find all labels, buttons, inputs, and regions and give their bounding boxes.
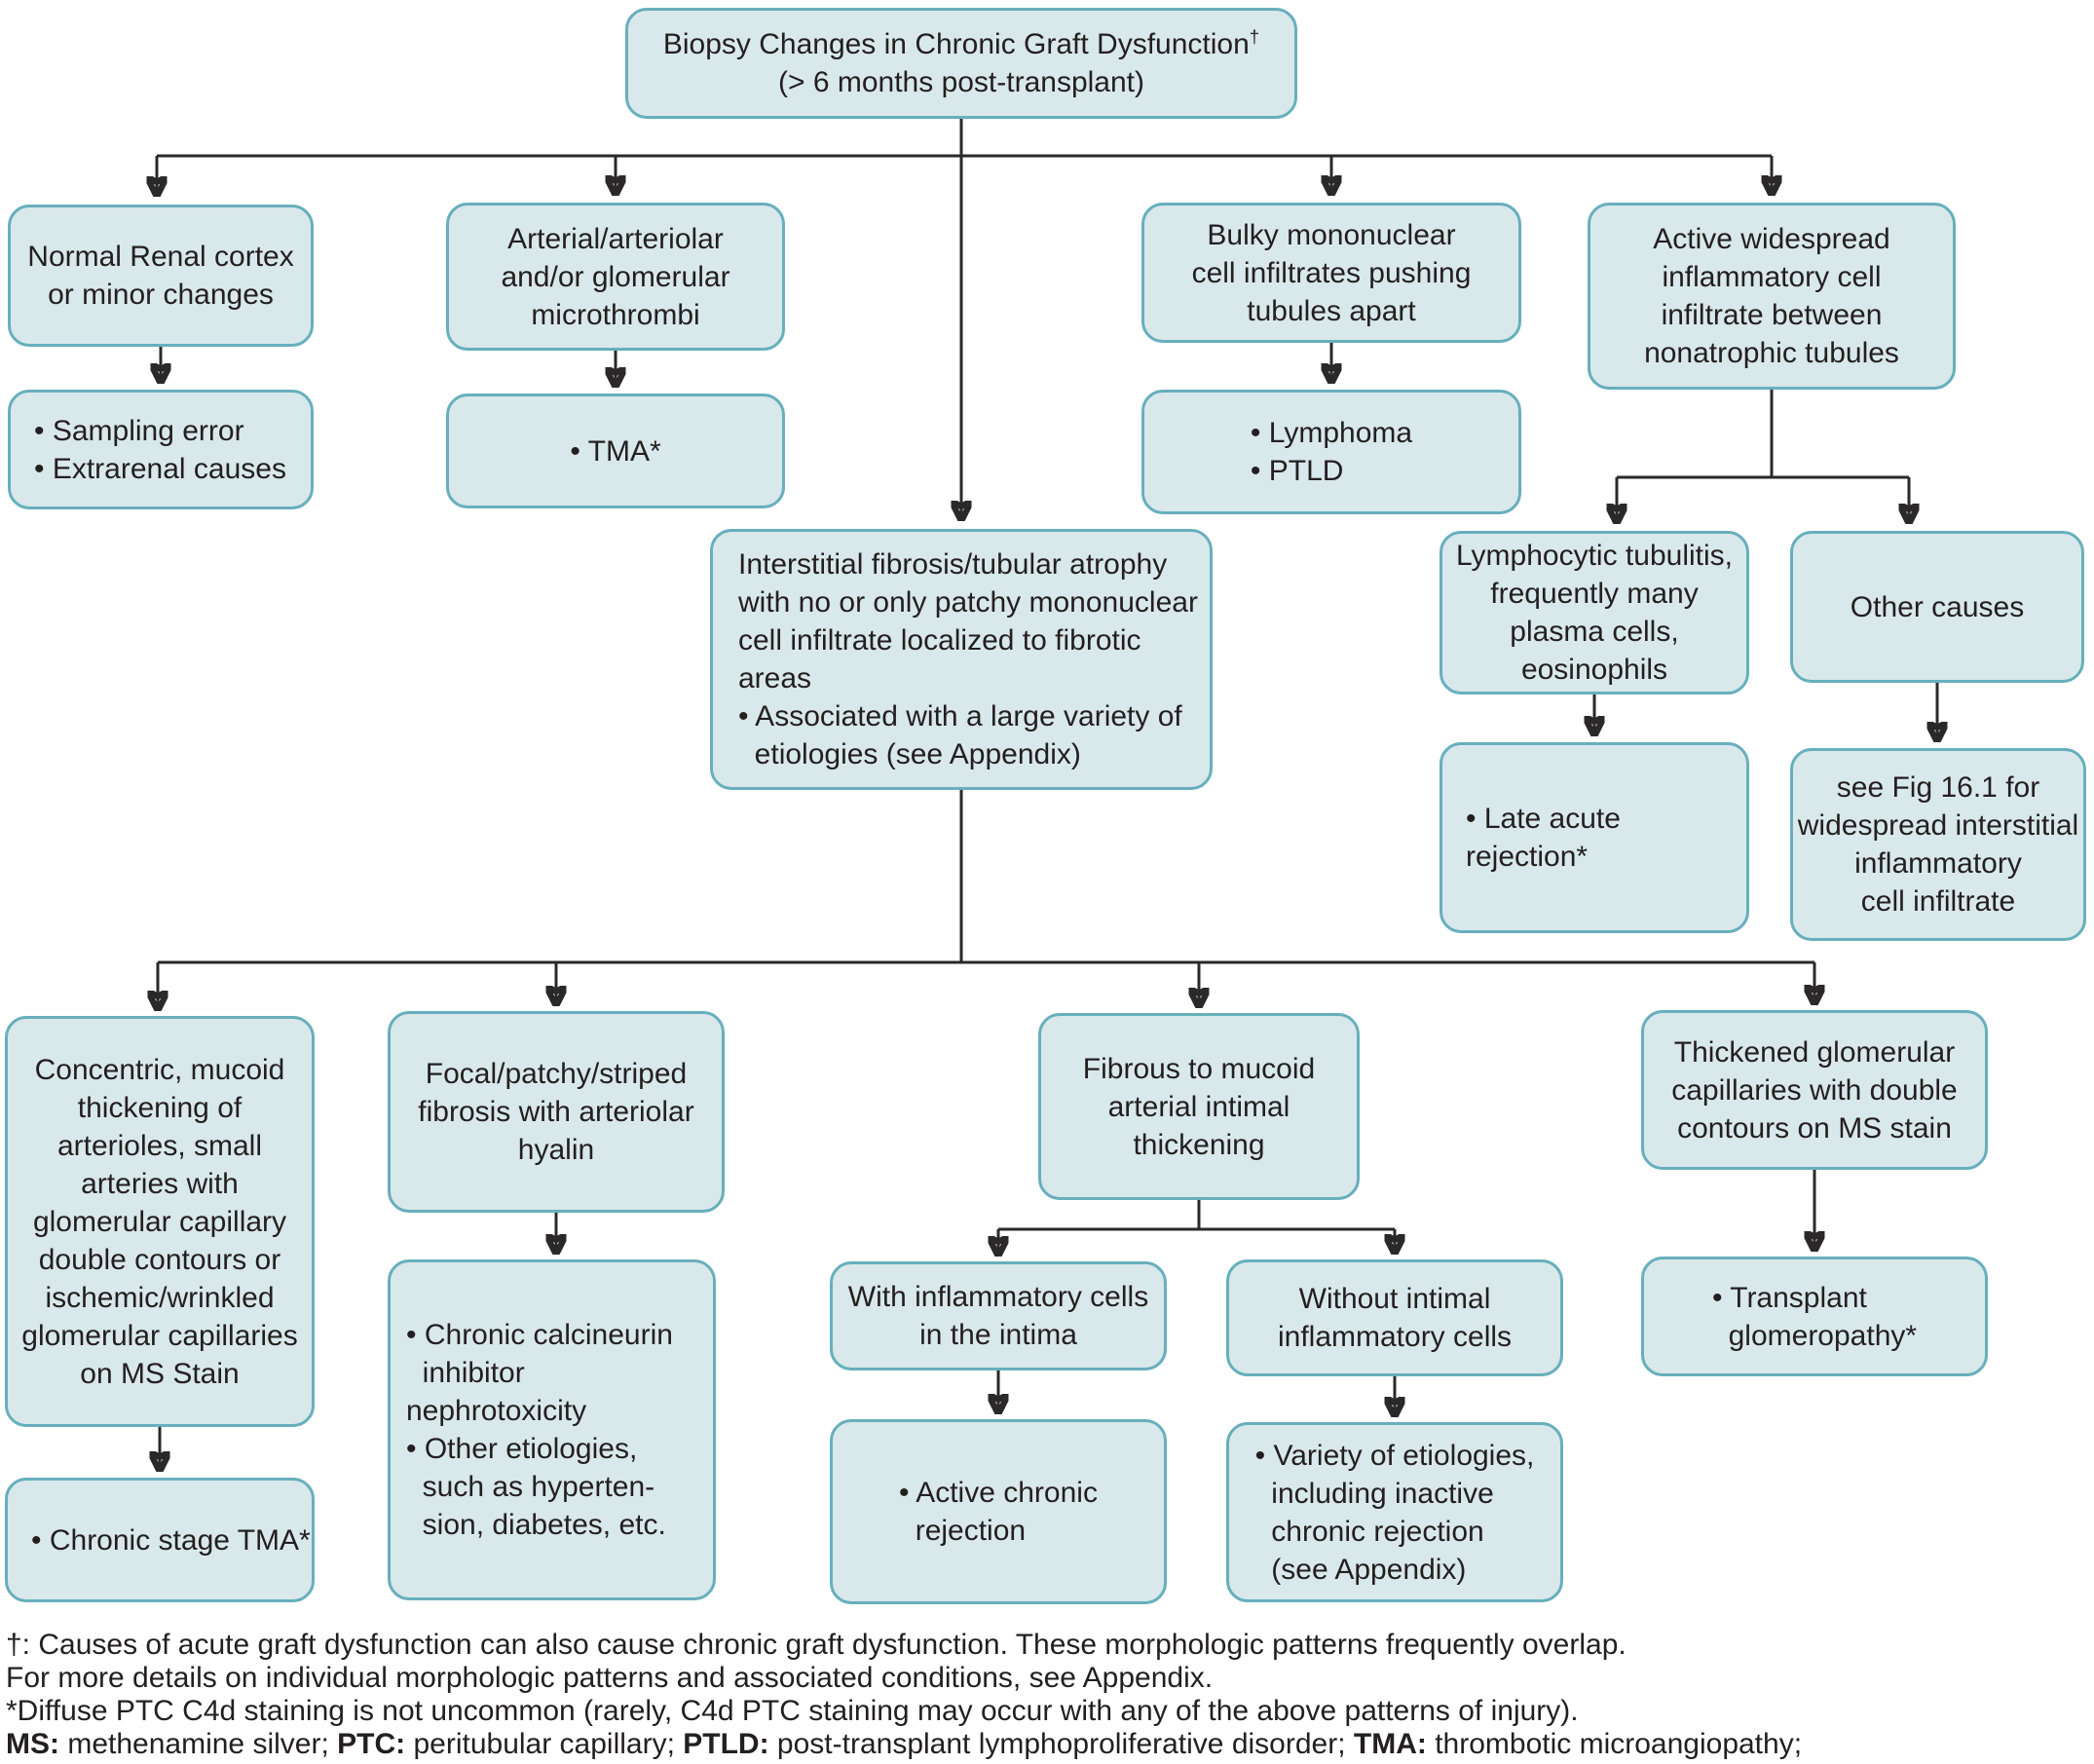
node-biopsy-changes-root-text: Biopsy Changes in Chronic Graft Dysfunct… — [663, 25, 1259, 101]
abbr-tma-label: TMA: — [1353, 1728, 1427, 1760]
node-normal-renal-cortex: Normal Renal cortex or minor changes — [8, 205, 314, 347]
node-active-widespread-text: Active widespread inflammatory cell infi… — [1644, 223, 1899, 369]
node-late-acute-rejection-text: • Late acute rejection* — [1466, 803, 1621, 873]
node-bulky-mononuclear-text: Bulky mononuclear cell infiltrates pushi… — [1191, 218, 1472, 327]
footnotes: †: Causes of acute graft dysfunction can… — [6, 1629, 2088, 1761]
abbr-ms-text: methenamine silver; — [59, 1728, 338, 1760]
node-biopsy-changes-root: Biopsy Changes in Chronic Graft Dysfunct… — [625, 8, 1297, 119]
footnote-abbreviations: MS: methenamine silver; PTC: peritubular… — [6, 1728, 2088, 1761]
node-see-fig-16-1: see Fig 16.1 for widespread interstitial… — [1790, 748, 2086, 941]
node-focal-patchy-striped-text: Focal/patchy/striped fibrosis with arter… — [418, 1058, 694, 1166]
node-chronic-stage-tma-text: • Chronic stage TMA* — [31, 1523, 311, 1557]
node-active-chronic-rejection: • Active chronic rejection — [830, 1419, 1167, 1604]
node-lymphocytic-tubulitis-text: Lymphocytic tubulitis, frequently many p… — [1455, 540, 1733, 686]
node-late-acute-rejection: • Late acute rejection* — [1440, 742, 1749, 933]
node-lymphoma-ptld: • Lymphoma • PTLD — [1141, 390, 1521, 514]
node-chronic-stage-tma: • Chronic stage TMA* — [5, 1478, 315, 1602]
node-active-widespread: Active widespread inflammatory cell infi… — [1588, 203, 1956, 390]
node-variety-of-etiologies-text: • Variety of etiologies, including inact… — [1254, 1439, 1535, 1586]
node-sampling-error: • Sampling error • Extrarenal causes — [8, 390, 314, 509]
node-ifta: Interstitial fibrosis/tubular atrophy wi… — [710, 529, 1213, 790]
node-tma: • TMA* — [446, 394, 785, 508]
node-microthrombi: Arterial/arteriolar and/or glomerular mi… — [446, 203, 785, 351]
node-transplant-glomeropathy-text: • Transplant glomeropathy* — [1711, 1281, 1918, 1352]
node-concentric-mucoid: Concentric, mucoid thickening of arterio… — [5, 1016, 315, 1427]
node-thickened-glomerular-text: Thickened glomerular capillaries with do… — [1671, 1035, 1958, 1145]
abbr-ptc-label: PTC: — [337, 1728, 406, 1760]
node-transplant-glomeropathy: • Transplant glomeropathy* — [1641, 1257, 1988, 1376]
node-see-fig-16-1-text: see Fig 16.1 for widespread interstitial… — [1797, 771, 2079, 918]
node-with-inflammatory-cells: With inflammatory cells in the intima — [830, 1261, 1167, 1370]
node-lymphoma-ptld-text: • Lymphoma • PTLD — [1250, 417, 1413, 487]
node-fibrous-to-mucoid: Fibrous to mucoid arterial intimal thick… — [1038, 1013, 1360, 1200]
root-title: Biopsy Changes in Chronic Graft Dysfunct… — [662, 28, 1250, 60]
node-fibrous-to-mucoid-text: Fibrous to mucoid arterial intimal thick… — [1082, 1052, 1316, 1161]
node-thickened-glomerular: Thickened glomerular capillaries with do… — [1641, 1010, 1988, 1170]
node-active-chronic-rejection-text: • Active chronic rejection — [899, 1477, 1098, 1547]
dagger-symbol: † — [1249, 26, 1260, 47]
abbr-ptld-text: post-transplant lymphoproliferative diso… — [768, 1728, 1354, 1760]
node-tma-text: • TMA* — [570, 434, 661, 468]
node-microthrombi-text: Arterial/arteriolar and/or glomerular mi… — [501, 222, 730, 331]
node-focal-patchy-striped: Focal/patchy/striped fibrosis with arter… — [388, 1011, 725, 1213]
node-other-causes: Other causes — [1790, 531, 2084, 683]
abbr-ms-label: MS: — [6, 1728, 59, 1760]
node-ifta-text: Interstitial fibrosis/tubular atrophy wi… — [738, 548, 1198, 770]
node-bulky-mononuclear: Bulky mononuclear cell infiltrates pushi… — [1141, 203, 1521, 343]
abbr-ptc-text: peritubular capillary; — [405, 1728, 684, 1760]
footnote-dagger: †: Causes of acute graft dysfunction can… — [6, 1629, 1627, 1661]
footnote-asterisk: *Diffuse PTC C4d staining is not uncommo… — [6, 1695, 1579, 1727]
node-chronic-calcineurin: • Chronic calcineurin inhibitor nephroto… — [388, 1259, 716, 1600]
node-variety-of-etiologies: • Variety of etiologies, including inact… — [1226, 1422, 1563, 1602]
root-subtitle: (> 6 months post-transplant) — [777, 66, 1144, 98]
node-sampling-error-text: • Sampling error • Extrarenal causes — [34, 414, 286, 485]
node-concentric-mucoid-text: Concentric, mucoid thickening of arterio… — [21, 1053, 298, 1390]
node-without-intimal-inflammatory: Without intimal inflammatory cells — [1226, 1259, 1563, 1376]
abbr-ptld-label: PTLD: — [683, 1728, 769, 1760]
footnote-appendix: For more details on individual morpholog… — [6, 1662, 1214, 1694]
node-other-causes-text: Other causes — [1850, 590, 2025, 623]
node-lymphocytic-tubulitis: Lymphocytic tubulitis, frequently many p… — [1440, 531, 1749, 694]
node-normal-renal-cortex-text: Normal Renal cortex or minor changes — [27, 241, 294, 311]
abbr-tma-text: thrombotic microangiopathy; — [1426, 1728, 1803, 1760]
node-with-inflammatory-cells-text: With inflammatory cells in the intima — [847, 1281, 1149, 1351]
node-without-intimal-inflammatory-text: Without intimal inflammatory cells — [1277, 1283, 1513, 1353]
node-chronic-calcineurin-text: • Chronic calcineurin inhibitor nephroto… — [406, 1319, 673, 1541]
